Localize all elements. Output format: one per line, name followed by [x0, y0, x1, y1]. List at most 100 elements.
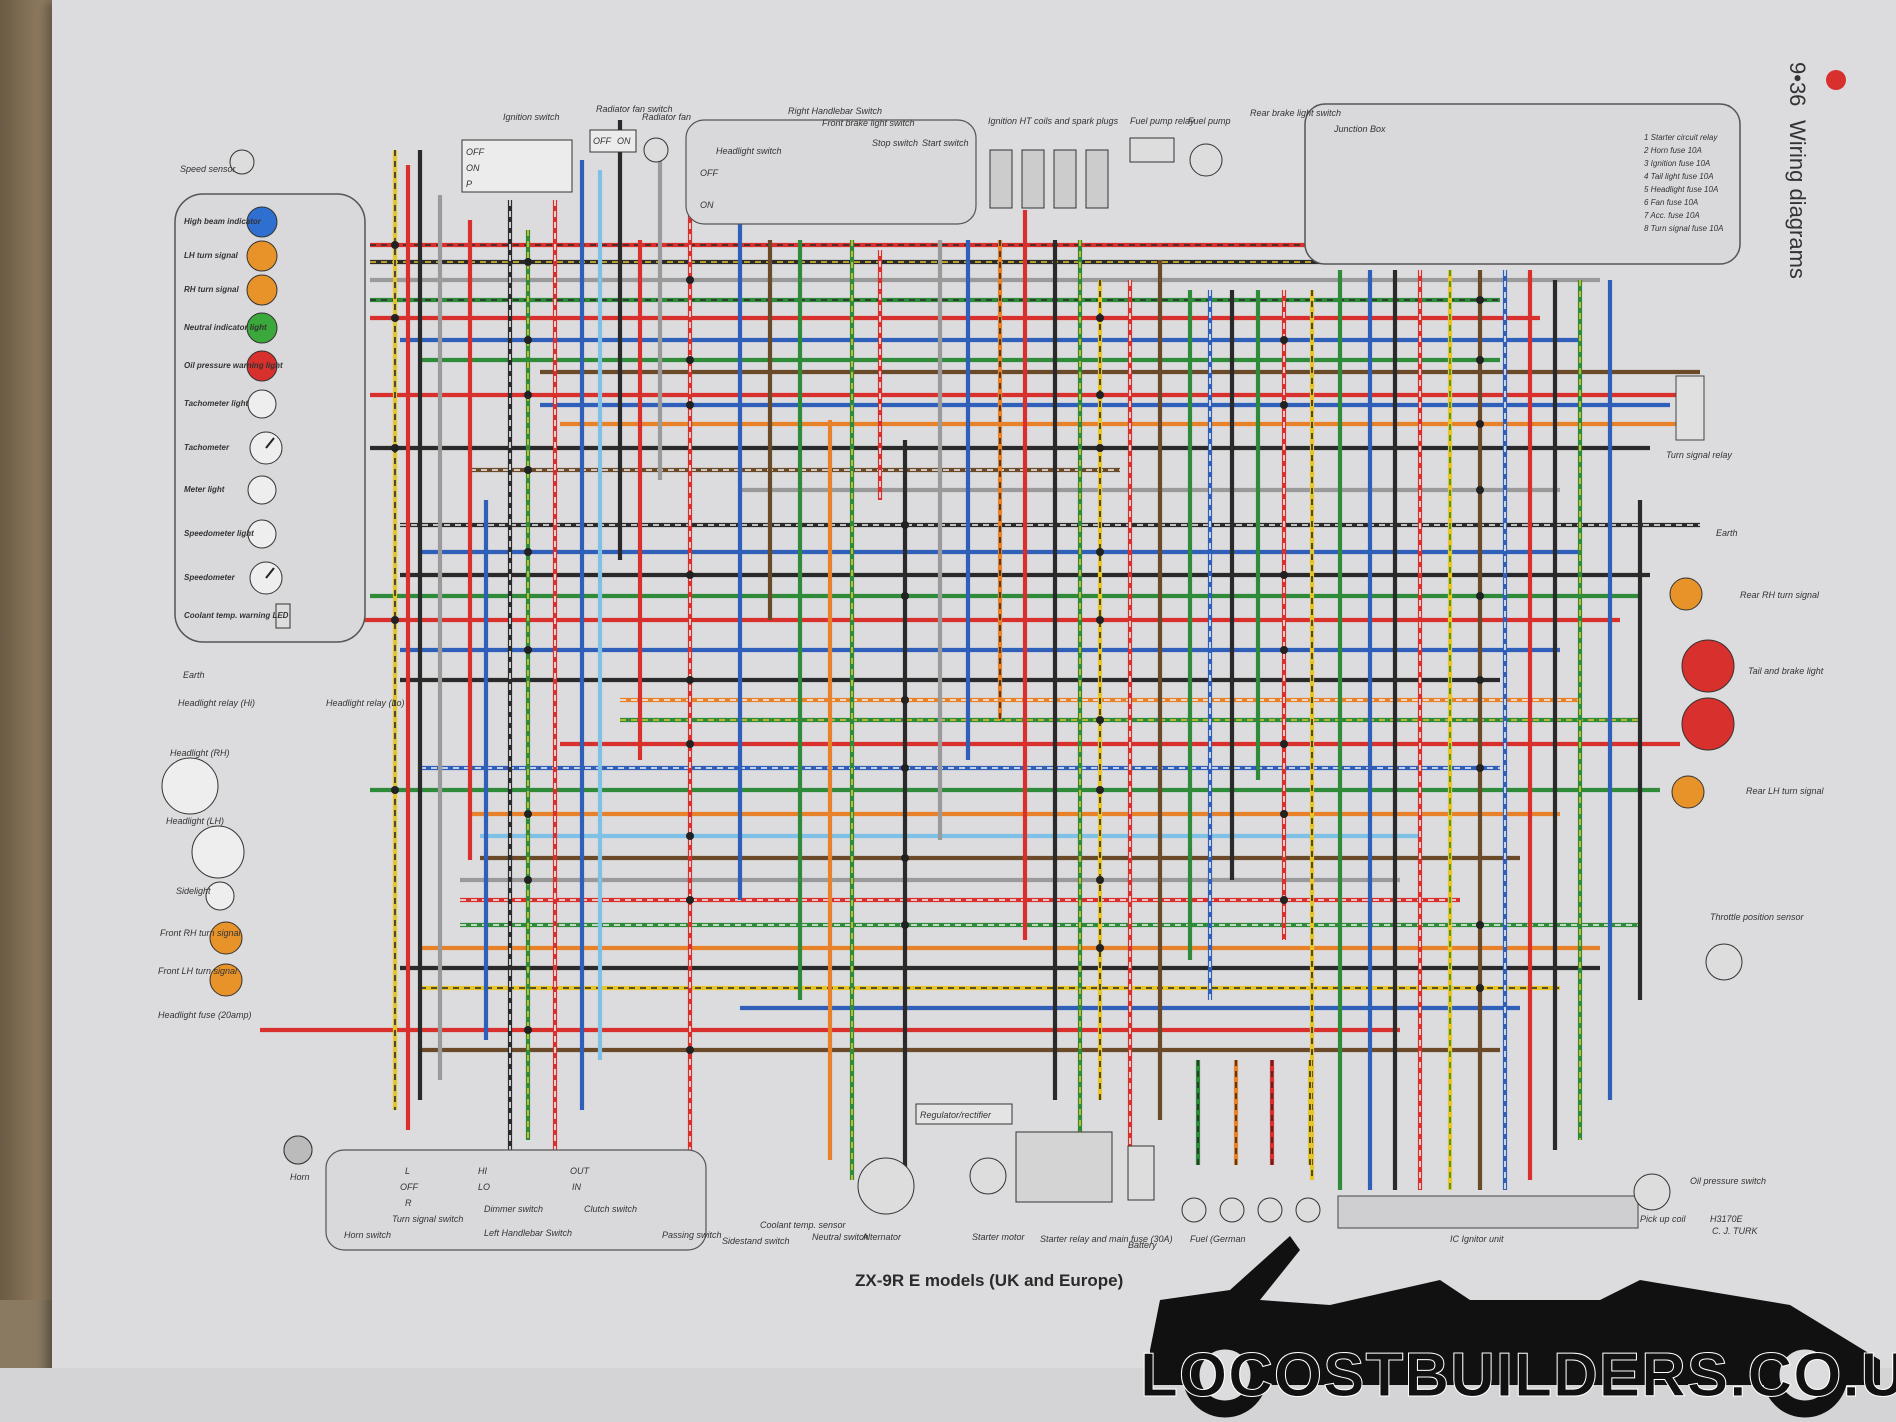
fuel-cut-valve	[1295, 1197, 1321, 1223]
instrument-label: Meter light	[184, 485, 225, 494]
label-top-7: Start switch	[922, 138, 969, 148]
instrument-label: Tachometer	[184, 443, 230, 452]
label-top-5: Front brake light switch	[822, 118, 915, 128]
fan-off: OFF	[593, 136, 611, 146]
label-top-12: Junction Box	[1333, 124, 1386, 134]
junction-dot	[1096, 944, 1104, 952]
ignition-switch-grid	[461, 139, 573, 193]
junction-dot	[1096, 876, 1104, 884]
junction-dot	[901, 592, 909, 600]
label-left-6: Sidelight	[176, 886, 211, 896]
junction-dot	[524, 810, 532, 818]
fuel-pump-relay-box	[1129, 137, 1175, 163]
instrument-label: High beam indicator	[184, 217, 262, 226]
junction-dot	[686, 676, 694, 684]
indicator-lamp	[246, 206, 278, 238]
ign-p: P	[466, 179, 472, 189]
junction-dot	[524, 258, 532, 266]
fuel-cut-valve	[1181, 1197, 1207, 1223]
left-handlebar-switch-box	[325, 1149, 707, 1251]
junction-dot	[686, 740, 694, 748]
junction-dot	[1096, 786, 1104, 794]
fuel-cut-valve	[1257, 1197, 1283, 1223]
junction-dot	[686, 832, 694, 840]
label-bottom-8: Alternator	[861, 1232, 902, 1242]
junction-dot	[1476, 984, 1484, 992]
hl-on: ON	[700, 200, 714, 210]
fuse-item-6: 7 Acc. fuse 10A	[1644, 211, 1700, 220]
label-bottom-0: Turn signal switch	[392, 1214, 463, 1224]
watermark-logo: LOCOSTBUILDERS.CO.UK	[1139, 1341, 1896, 1411]
pass-out: OUT	[570, 1166, 591, 1176]
label-bottom-1: Dimmer switch	[484, 1204, 543, 1214]
label-top-4: Headlight switch	[716, 146, 782, 156]
junction-dot	[1096, 616, 1104, 624]
right-lamp-5	[1633, 1173, 1671, 1211]
instrument-4: Oil pressure warning light	[184, 350, 283, 382]
junction-dot	[901, 921, 909, 929]
junction-dot	[1476, 356, 1484, 364]
junction-dot	[391, 444, 399, 452]
junction-dot	[524, 548, 532, 556]
right-lamp-3	[1671, 775, 1705, 809]
junction-dot	[524, 336, 532, 344]
label-right-4: Rear LH turn signal	[1746, 786, 1825, 796]
diagram-title: ZX-9R E models (UK and Europe)	[855, 1271, 1123, 1290]
junction-dot	[901, 764, 909, 772]
turn-off: OFF	[400, 1182, 418, 1192]
label-top-3: Right Handlebar Switch	[788, 106, 882, 116]
ic-ignitor-unit	[1337, 1195, 1639, 1229]
label-bottom-12: Battery	[1128, 1240, 1157, 1250]
junction-dot	[391, 786, 399, 794]
instrument-0: High beam indicator	[184, 206, 278, 238]
indicator-lamp	[246, 312, 278, 344]
label-bottom-10: Starter motor	[972, 1232, 1026, 1242]
label-left-7: Front RH turn signal	[160, 928, 242, 938]
label-top-0: Ignition switch	[503, 112, 560, 122]
gauge-needle	[265, 437, 275, 449]
right-lamp-2	[1681, 697, 1735, 751]
junction-box	[1304, 103, 1741, 265]
turn-r: R	[405, 1198, 412, 1208]
label-right-3: Tail and brake light	[1748, 666, 1824, 676]
chapter-icon	[1826, 70, 1846, 90]
radiator-fan-switch-grid	[589, 129, 637, 153]
instrument-label: Oil pressure warning light	[184, 361, 283, 370]
junction-dot	[901, 521, 909, 529]
junction-dot	[1280, 810, 1288, 818]
fuse-item-2: 3 Ignition fuse 10A	[1644, 159, 1710, 168]
junction-dot	[1476, 764, 1484, 772]
fan-on: ON	[617, 136, 631, 146]
alternator-symbol	[857, 1157, 915, 1215]
junction-dot	[1476, 296, 1484, 304]
ign-on: ON	[466, 163, 480, 173]
junction-dot	[1476, 486, 1484, 494]
left-bulb-4	[209, 963, 243, 997]
label-top-6: Stop switch	[872, 138, 918, 148]
junction-dot	[1476, 921, 1484, 929]
fuse-item-0: 1 Starter circuit relay	[1644, 133, 1718, 142]
label-left-4: Headlight (RH)	[170, 748, 230, 758]
junction-dot	[901, 696, 909, 704]
junction-dot	[1096, 716, 1104, 724]
instrument-label: Speedometer	[184, 573, 236, 582]
left-bulb-0	[161, 757, 219, 815]
ignition-coil	[989, 149, 1013, 209]
fuel-pump-motor	[1189, 143, 1223, 177]
junction-dot	[686, 276, 694, 284]
label-right-6: Oil pressure switch	[1690, 1176, 1766, 1186]
left-bulb-1	[191, 825, 245, 879]
junction-dot	[524, 1026, 532, 1034]
junction-dot	[1096, 548, 1104, 556]
junction-dot	[524, 876, 532, 884]
junction-dot	[1476, 420, 1484, 428]
label-right-1: Earth	[1716, 528, 1738, 538]
components	[161, 137, 1743, 1223]
junction-dot	[524, 466, 532, 474]
bulb	[247, 519, 277, 549]
label-bottom-7: Neutral switch	[812, 1232, 869, 1242]
junction-dot	[686, 356, 694, 364]
instrument-3: Neutral indicator light	[184, 312, 278, 344]
junction-dot	[1280, 571, 1288, 579]
